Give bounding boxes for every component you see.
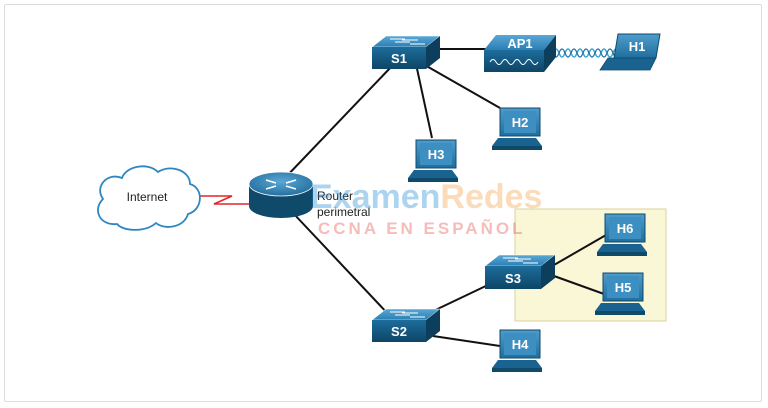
ap1-label: AP1	[507, 36, 532, 51]
antenna-waves-icon	[489, 59, 539, 65]
router-perimetral: Router perimetral	[248, 171, 370, 219]
link-s1-h2	[415, 59, 501, 109]
switch-icon	[390, 311, 425, 318]
cloud-icon	[97, 165, 201, 231]
router-label-line1: Router	[317, 189, 353, 203]
host-h5: H5	[595, 272, 645, 315]
s3-label: S3	[505, 271, 521, 286]
link-s2-h4	[432, 335, 501, 347]
link-router-s1	[282, 65, 393, 181]
watermark-brand-part2: Redes	[440, 178, 542, 216]
router-label-line2: perimetral	[317, 205, 370, 219]
h3-label: H3	[428, 147, 445, 162]
switch-icon	[503, 257, 538, 264]
switch-s1: S1	[371, 35, 441, 69]
switch-s2: S2	[371, 308, 441, 342]
link-s3-h5	[553, 275, 605, 295]
watermark: ExamenRedes CCNA EN ESPAÑOL	[310, 178, 542, 238]
host-h2: H2	[492, 107, 542, 150]
wireless-signal-secondary	[552, 48, 620, 58]
internet-cloud: Internet	[97, 165, 201, 231]
h5-label: H5	[615, 280, 632, 295]
link-s3-h6	[553, 234, 607, 266]
switch-icon	[390, 38, 425, 45]
wan-link-internet-router	[199, 195, 249, 205]
diagram-frame	[4, 4, 762, 402]
watermark-tagline: CCNA EN ESPAÑOL	[318, 218, 525, 238]
s2-label: S2	[391, 324, 407, 339]
switch-s3: S3	[484, 254, 556, 289]
access-point-ap1: AP1	[484, 35, 556, 72]
watermark-brand-part1: Examen	[310, 178, 440, 216]
watermark-brand: ExamenRedes	[310, 178, 542, 216]
internet-label: Internet	[127, 190, 168, 204]
h2-label: H2	[512, 115, 529, 130]
host-h6: H6	[597, 213, 647, 256]
h4-label: H4	[512, 337, 529, 352]
host-h3: H3	[408, 139, 458, 182]
s1-label: S1	[391, 51, 407, 66]
h6-label: H6	[617, 221, 634, 236]
host-h4: H4	[492, 329, 542, 372]
router-icon	[265, 179, 297, 190]
link-router-s2	[292, 212, 391, 317]
network-links	[282, 48, 607, 347]
h1-label: H1	[629, 39, 646, 54]
laptop-h1: H1	[599, 33, 661, 71]
link-s1-h3	[415, 63, 433, 139]
wireless-signal	[552, 48, 620, 58]
